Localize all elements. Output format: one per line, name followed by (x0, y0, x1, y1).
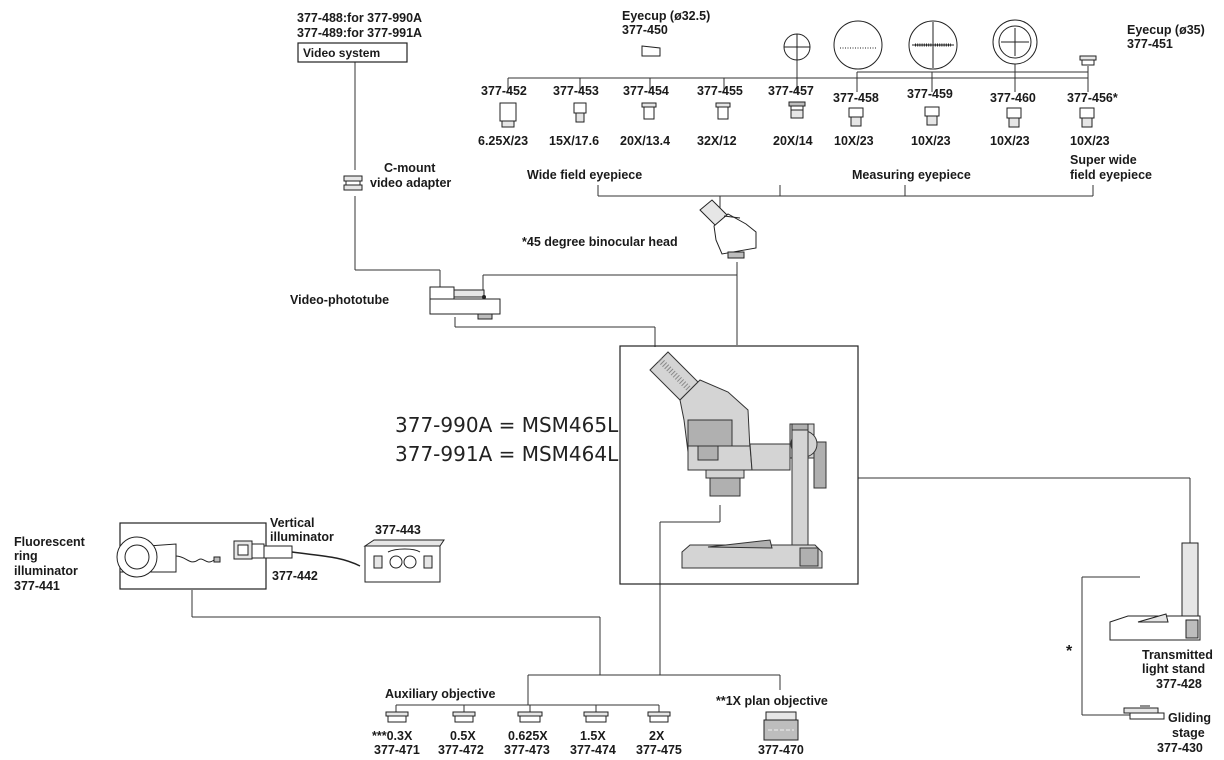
objective-code: 377-475 (636, 743, 682, 757)
eyepiece-icon (848, 107, 864, 127)
objective-magnification: ***0.3X (372, 729, 413, 743)
video-phototube-label: Video-phototube (290, 293, 389, 307)
eyepiece-icon (1006, 107, 1022, 128)
eyepiece-icon (573, 102, 587, 123)
objective-lens-icon (583, 711, 609, 723)
video-adapter-code-990: 377-488:for 377-990A (297, 11, 422, 25)
eyecup-35-code: 377-451 (1127, 37, 1173, 51)
eyecup-35-title: Eyecup (ø35) (1127, 23, 1205, 37)
crosshair-reticle-icon (783, 33, 811, 61)
ring-illuminator-label-3: illuminator (14, 564, 78, 578)
eyepiece-icon (499, 102, 517, 128)
binocular-head-label: *45 degree binocular head (522, 235, 678, 249)
transmitted-light-stand-icon (1109, 542, 1201, 641)
video-adapter-code-991: 377-489:for 377-991A (297, 26, 422, 40)
ring-illuminator-label-2: ring (14, 549, 38, 563)
eyepiece-spec: 32X/12 (697, 134, 737, 148)
eyepiece-code: 377-455 (697, 84, 743, 98)
binocular-head-icon (699, 199, 757, 259)
eyepiece-spec: 10X/23 (990, 134, 1030, 148)
objective-code: 377-473 (504, 743, 550, 757)
eyepiece-spec: 15X/17.6 (549, 134, 599, 148)
eyepiece-code: 377-454 (623, 84, 669, 98)
c-mount-label-2: video adapter (370, 176, 451, 190)
eyepiece-code: 377-456* (1067, 91, 1118, 105)
super-wide-label-2: field eyepiece (1070, 168, 1152, 182)
eyepiece-code: 377-453 (553, 84, 599, 98)
video-system-label: Video system (303, 46, 380, 60)
plan-objective-label: **1X plan objective (716, 694, 828, 708)
eyecup-325-title: Eyecup (ø32.5) (622, 9, 710, 23)
super-wide-label-1: Super wide (1070, 153, 1137, 167)
eyepiece-spec: 6.25X/23 (478, 134, 528, 148)
stereo-microscope-illustration (649, 351, 827, 569)
auxiliary-objective-label: Auxiliary objective (385, 687, 496, 701)
model-line-991: 377-991A = MSM464L (395, 442, 619, 466)
eyepiece-icon (715, 102, 731, 120)
eyepiece-spec: 20X/13.4 (620, 134, 670, 148)
eyepiece-spec: 20X/14 (773, 134, 813, 148)
objective-code: 377-471 (374, 743, 420, 757)
video-phototube-icon (429, 286, 501, 320)
eyecup-35-icon (1079, 55, 1097, 66)
vertical-illuminator-label-1: Vertical (270, 516, 314, 530)
stand-footnote-mark: * (1066, 643, 1073, 660)
power-supply-icon (363, 539, 445, 583)
power-supply-code: 377-443 (375, 523, 421, 537)
objective-lens-icon (385, 711, 409, 723)
plan-objective-icon (763, 711, 799, 741)
measuring-group-label: Measuring eyepiece (852, 168, 971, 182)
eyepiece-icon (641, 102, 657, 120)
objective-magnification: 0.625X (508, 729, 548, 743)
c-mount-adapter-icon (343, 175, 363, 191)
wide-field-group-label: Wide field eyepiece (527, 168, 642, 182)
video-system-box (297, 42, 408, 63)
concentric-reticle-icon (992, 19, 1038, 65)
vertical-illuminator-icon (233, 540, 361, 567)
gliding-stage-code: 377-430 (1157, 741, 1203, 755)
model-line-990: 377-990A = MSM465L (395, 413, 619, 437)
cross-scale-reticle-icon (908, 20, 958, 70)
stand-label-1: Transmitted (1142, 648, 1213, 662)
eyepiece-spec: 10X/23 (834, 134, 874, 148)
objective-magnification: 2X (649, 729, 665, 743)
eyepiece-icon (1079, 107, 1095, 128)
plan-objective-code: 377-470 (758, 743, 804, 757)
ring-illuminator-label-1: Fluorescent (14, 535, 86, 549)
eyepiece-code: 377-452 (481, 84, 527, 98)
eyecup-325-code: 377-450 (622, 23, 668, 37)
objective-lens-icon (517, 711, 543, 723)
eyepiece-spec: 10X/23 (1070, 134, 1110, 148)
eyepiece-code: 377-458 (833, 91, 879, 105)
ring-illuminator-code: 377-441 (14, 579, 60, 593)
stand-code: 377-428 (1156, 677, 1202, 691)
objective-lens-icon (452, 711, 476, 723)
eyepiece-code: 377-460 (990, 91, 1036, 105)
eyepiece-code: 377-459 (907, 87, 953, 101)
eyecup-325-icon (641, 45, 661, 57)
eyepiece-spec: 10X/23 (911, 134, 951, 148)
objective-lens-icon (647, 711, 671, 723)
c-mount-label-1: C-mount (384, 161, 436, 175)
gliding-stage-icon (1123, 705, 1165, 720)
eyepiece-icon (924, 106, 940, 126)
eyepiece-code: 377-457 (768, 84, 814, 98)
objective-code: 377-474 (570, 743, 616, 757)
gliding-stage-label-2: stage (1172, 726, 1205, 740)
objective-code: 377-472 (438, 743, 484, 757)
ring-illuminator-icon (116, 536, 221, 578)
microscope-frame (619, 345, 859, 585)
vertical-illuminator-code: 377-442 (272, 569, 318, 583)
objective-magnification: 0.5X (450, 729, 476, 743)
objective-magnification: 1.5X (580, 729, 606, 743)
scale-reticle-icon (833, 20, 883, 70)
vertical-illuminator-label-2: illuminator (270, 530, 334, 544)
gliding-stage-label-1: Gliding (1168, 711, 1211, 725)
eyepiece-icon (788, 101, 806, 119)
connector-lines (191, 60, 1191, 716)
stand-label-2: light stand (1142, 662, 1205, 676)
